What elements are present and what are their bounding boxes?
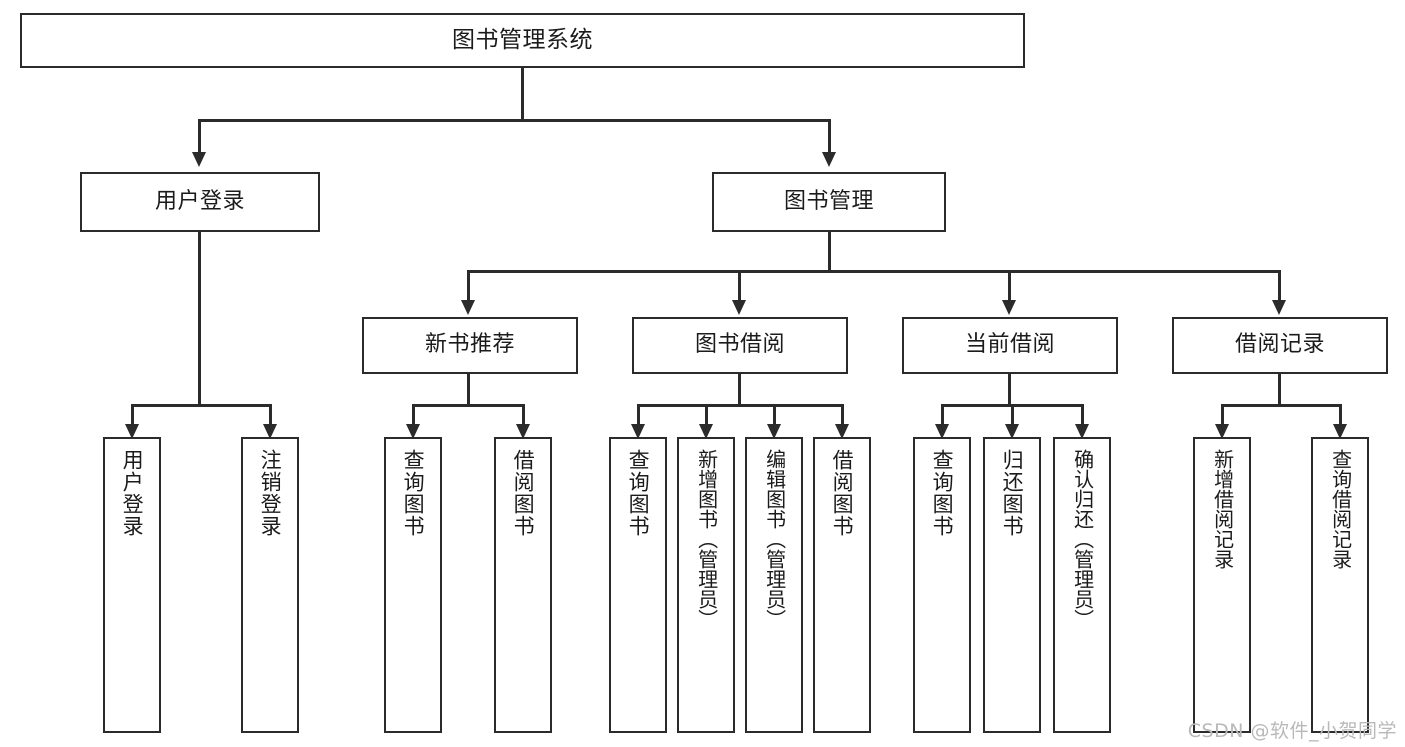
node-new-book-recommend[interactable]: 新书推荐 bbox=[362, 317, 578, 374]
leaf-query-book-2[interactable]: 查询图书 bbox=[609, 437, 667, 733]
connector-bb-leaf-3 bbox=[773, 404, 776, 432]
leaf-return-book[interactable]: 归还图书 bbox=[983, 437, 1041, 733]
leaf-borrow-book-2[interactable]: 借阅图书 bbox=[813, 437, 871, 733]
leaf-user-logout-label: 注销登录 bbox=[258, 449, 283, 537]
connector-bb-bus bbox=[637, 404, 842, 407]
node-root-label: 图书管理系统 bbox=[452, 26, 593, 53]
arrowhead-bm-book-borrow bbox=[732, 300, 746, 315]
arrowhead-user-login-leaf-1 bbox=[125, 424, 139, 439]
leaf-confirm-return-label: 确认归还（管理员） bbox=[1070, 449, 1095, 629]
arrowhead-bb-leaf-3 bbox=[767, 424, 781, 439]
connector-root-bus bbox=[198, 119, 830, 122]
leaf-return-book-label: 归还图书 bbox=[1000, 449, 1025, 537]
node-book-borrow[interactable]: 图书借阅 bbox=[632, 317, 848, 374]
arrowhead-bb-leaf-1 bbox=[631, 424, 645, 439]
arrowhead-nbr-leaf-1 bbox=[406, 424, 420, 439]
leaf-add-book-label: 新增图书（管理员） bbox=[694, 449, 719, 629]
connector-bm-to-current-borrow bbox=[1008, 270, 1011, 302]
node-user-login[interactable]: 用户登录 bbox=[80, 172, 320, 232]
leaf-add-record[interactable]: 新增借阅记录 bbox=[1193, 437, 1251, 733]
leaf-edit-book-label: 编辑图书（管理员） bbox=[762, 449, 787, 629]
connector-cb-stem bbox=[1008, 374, 1011, 406]
arrowhead-br-leaf-1 bbox=[1215, 424, 1229, 439]
node-new-book-recommend-label: 新书推荐 bbox=[424, 332, 515, 358]
connector-bm-to-book-borrow bbox=[738, 270, 741, 302]
connector-book-management-bus bbox=[467, 270, 1278, 273]
arrowhead-cb-leaf-3 bbox=[1075, 424, 1089, 439]
arrowhead-bm-borrow-record bbox=[1272, 300, 1286, 315]
leaf-query-record-label: 查询借阅记录 bbox=[1328, 449, 1353, 569]
connector-root-stem bbox=[521, 68, 524, 120]
node-book-borrow-label: 图书借阅 bbox=[694, 332, 785, 358]
leaf-confirm-return[interactable]: 确认归还（管理员） bbox=[1053, 437, 1111, 733]
connector-cb-leaf-3 bbox=[1081, 404, 1084, 432]
arrowhead-user-login-leaf-2 bbox=[263, 424, 277, 439]
leaf-add-book[interactable]: 新增图书（管理员） bbox=[677, 437, 735, 733]
connector-cb-leaf-2 bbox=[1011, 404, 1014, 432]
arrowhead-bb-leaf-2 bbox=[699, 424, 713, 439]
node-current-borrow[interactable]: 当前借阅 bbox=[902, 317, 1118, 374]
connector-nbr-leaf-2 bbox=[522, 404, 525, 432]
arrowhead-bm-new-book-recommend bbox=[461, 300, 475, 315]
leaf-user-logout[interactable]: 注销登录 bbox=[241, 437, 299, 733]
connector-cb-leaf-1 bbox=[941, 404, 944, 432]
connector-nbr-stem bbox=[467, 374, 470, 406]
arrowhead-root-to-book-management bbox=[822, 152, 836, 167]
arrowhead-cb-leaf-2 bbox=[1005, 424, 1019, 439]
arrowhead-root-to-user-login bbox=[192, 152, 206, 167]
leaf-query-book-1[interactable]: 查询图书 bbox=[384, 437, 442, 733]
connector-user-login-stem bbox=[198, 232, 201, 406]
connector-bb-stem bbox=[738, 374, 741, 406]
leaf-borrow-book-1-label: 借阅图书 bbox=[511, 449, 536, 537]
leaf-add-record-label: 新增借阅记录 bbox=[1210, 449, 1235, 569]
leaf-query-book-1-label: 查询图书 bbox=[401, 449, 426, 537]
arrowhead-bm-current-borrow bbox=[1002, 300, 1016, 315]
connector-book-management-stem bbox=[828, 232, 831, 272]
node-borrow-record-label: 借阅记录 bbox=[1234, 332, 1325, 358]
leaf-query-record[interactable]: 查询借阅记录 bbox=[1311, 437, 1369, 733]
connector-bm-to-borrow-record bbox=[1278, 270, 1281, 302]
connector-br-leaf-2 bbox=[1339, 404, 1342, 432]
connector-user-login-to-leaf-1 bbox=[131, 404, 134, 432]
leaf-borrow-book-2-label: 借阅图书 bbox=[830, 449, 855, 537]
leaf-query-book-3-label: 查询图书 bbox=[930, 449, 955, 537]
node-current-borrow-label: 当前借阅 bbox=[964, 332, 1055, 358]
watermark-text: CSDN @软件_小贺同学 bbox=[1187, 720, 1397, 742]
connector-root-to-book-management bbox=[828, 119, 831, 154]
leaf-query-book-3[interactable]: 查询图书 bbox=[913, 437, 971, 733]
arrowhead-br-leaf-2 bbox=[1333, 424, 1347, 439]
connector-root-to-user-login bbox=[198, 119, 201, 154]
connector-user-login-to-leaf-2 bbox=[269, 404, 272, 432]
node-user-login-label: 用户登录 bbox=[154, 188, 245, 214]
connector-br-bus bbox=[1221, 404, 1339, 407]
node-borrow-record[interactable]: 借阅记录 bbox=[1172, 317, 1388, 374]
node-root[interactable]: 图书管理系统 bbox=[20, 13, 1025, 68]
connector-user-login-bus bbox=[131, 404, 269, 407]
leaf-user-login-label: 用户登录 bbox=[120, 449, 145, 537]
connector-nbr-bus bbox=[412, 404, 522, 407]
leaf-edit-book[interactable]: 编辑图书（管理员） bbox=[745, 437, 803, 733]
connector-bb-leaf-2 bbox=[705, 404, 708, 432]
arrowhead-bb-leaf-4 bbox=[835, 424, 849, 439]
connector-br-leaf-1 bbox=[1221, 404, 1224, 432]
leaf-user-login[interactable]: 用户登录 bbox=[103, 437, 161, 733]
node-book-management[interactable]: 图书管理 bbox=[712, 172, 946, 232]
leaf-query-book-2-label: 查询图书 bbox=[626, 449, 651, 537]
connector-nbr-leaf-1 bbox=[412, 404, 415, 432]
connector-bm-to-new-book-recommend bbox=[467, 270, 470, 302]
connector-br-stem bbox=[1278, 374, 1281, 406]
connector-bb-leaf-4 bbox=[841, 404, 844, 432]
arrowhead-nbr-leaf-2 bbox=[516, 424, 530, 439]
leaf-borrow-book-1[interactable]: 借阅图书 bbox=[494, 437, 552, 733]
connector-bb-leaf-1 bbox=[637, 404, 640, 432]
arrowhead-cb-leaf-1 bbox=[935, 424, 949, 439]
node-book-management-label: 图书管理 bbox=[783, 188, 874, 214]
